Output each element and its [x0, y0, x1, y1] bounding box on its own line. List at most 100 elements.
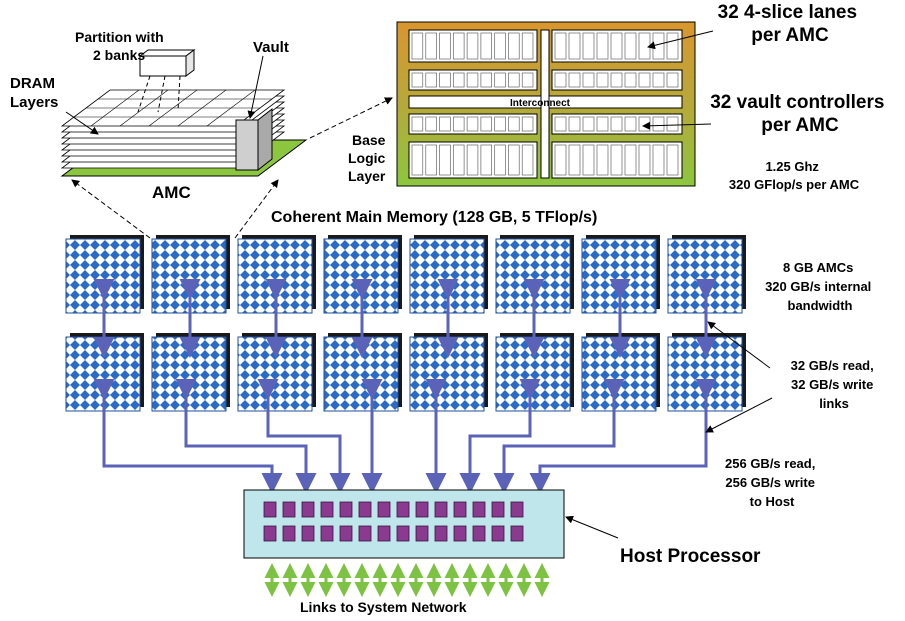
processor-core-icon	[282, 501, 296, 518]
partition-pointer-2	[157, 75, 166, 113]
amc-capacity-line2: 320 GB/s internal	[765, 279, 871, 294]
chip-cell	[568, 116, 581, 132]
chip-cell	[466, 32, 479, 60]
chip-cell	[582, 144, 595, 176]
chip-cell	[638, 72, 651, 88]
base-logic-line3: Layer	[348, 168, 386, 184]
chip-cell	[554, 32, 567, 60]
chip-cell	[439, 72, 451, 88]
dram-layers-line1: DRAM	[10, 75, 55, 92]
chip-cell	[480, 116, 493, 132]
chip-cell	[439, 144, 451, 176]
chip-cell	[494, 72, 506, 88]
processor-core-icon	[453, 525, 467, 542]
memory-chip-icon	[151, 235, 230, 314]
host-processor-box	[243, 489, 565, 559]
chip-cell	[480, 32, 493, 60]
processor-core-icon	[301, 501, 315, 518]
chip-cell	[666, 116, 679, 132]
partition-label: Partition with 2 banks	[75, 29, 168, 63]
chip-cell	[596, 144, 609, 176]
chip-cell	[425, 144, 437, 176]
link-bw-line2: 32 GB/s write	[791, 377, 873, 392]
chip-cell	[439, 32, 451, 60]
chip-cell	[638, 32, 651, 60]
double-arrow-icon	[257, 379, 351, 494]
amc-capacity-label: 8 GB AMCs 320 GB/s internal bandwidth	[765, 260, 875, 313]
partition-pointer-1	[137, 75, 151, 113]
processor-core-icon	[263, 501, 277, 518]
host-bw-line3: to Host	[750, 494, 795, 509]
chip-cell	[466, 72, 479, 88]
processor-core-icon	[377, 501, 391, 518]
chip-cell	[480, 144, 493, 176]
chip-cell	[652, 72, 665, 88]
amc-capacity-line1: 8 GB AMCs	[783, 260, 853, 275]
processor-core-icon	[434, 525, 448, 542]
link-bw-pointer-up	[707, 321, 771, 369]
processor-core-icon	[358, 501, 372, 518]
chip-cell	[596, 116, 609, 132]
logic-layer-pointer	[309, 97, 393, 139]
interconnect-label: Interconnect	[510, 98, 571, 109]
processor-core-icon	[320, 525, 334, 542]
clock-label: 1.25 Ghz 320 GFlop/s per AMC	[729, 159, 860, 192]
chip-cell	[638, 116, 651, 132]
processor-core-icon	[377, 525, 391, 542]
vault-controllers-line1: 32 vault controllers	[710, 92, 884, 113]
chip-cell	[610, 116, 623, 132]
amc-label: AMC	[152, 183, 191, 202]
processor-core-icon	[282, 525, 296, 542]
chip-cell	[596, 72, 609, 88]
chip-cell	[439, 116, 451, 132]
processor-core-icon	[263, 525, 277, 542]
link-bw-pointer-down	[705, 397, 773, 433]
chip-cell	[425, 116, 437, 132]
processor-core-icon	[301, 525, 315, 542]
chip-cell	[624, 144, 637, 176]
processor-core-icon	[491, 501, 505, 518]
chip-cell	[652, 116, 665, 132]
chip-cell	[582, 32, 595, 60]
chip-cell	[411, 72, 424, 88]
chip-cell	[411, 116, 424, 132]
dram-layers-line2: Layers	[10, 94, 58, 111]
lanes-label-line2: per AMC	[751, 25, 829, 46]
amc-capacity-line3: bandwidth	[788, 298, 853, 313]
processor-core-icon	[510, 501, 524, 518]
processor-core-icon	[491, 525, 505, 542]
chip-cell	[508, 116, 520, 132]
amc-stack	[60, 49, 393, 239]
processor-core-icon	[472, 525, 486, 542]
base-logic-layer-label: Base Logic Layer	[348, 132, 389, 184]
chip-cell	[466, 116, 479, 132]
chip-cell	[582, 116, 595, 132]
memory-chip-icon	[65, 235, 144, 314]
chip-cell	[452, 144, 465, 176]
host-bandwidth-label: 256 GB/s read, 256 GB/s write to Host	[725, 456, 819, 509]
chip-cell	[521, 144, 534, 176]
chip-cell	[568, 72, 581, 88]
vault-controllers-pointer	[642, 121, 712, 130]
chip-cell	[610, 32, 623, 60]
chip-cell	[554, 116, 567, 132]
chip-cell	[568, 32, 581, 60]
chip-cell	[652, 32, 665, 60]
chip-cell	[666, 72, 679, 88]
processor-core-icon	[396, 501, 410, 518]
chip-cell	[452, 72, 465, 88]
processor-core-icon	[339, 501, 353, 518]
lanes-pointer	[647, 30, 714, 50]
chip-cell	[521, 116, 534, 132]
chip-cell	[610, 72, 623, 88]
vault-column-front	[235, 119, 259, 171]
interconnect-spine	[540, 29, 550, 179]
partition-block-top	[138, 49, 196, 57]
chip-cell	[596, 32, 609, 60]
chip-cell	[568, 144, 581, 176]
memory-links	[93, 279, 717, 494]
chip-cell	[582, 72, 595, 88]
chip-cell	[624, 72, 637, 88]
link-bandwidth-label: 32 GB/s read, 32 GB/s write links	[791, 358, 878, 411]
